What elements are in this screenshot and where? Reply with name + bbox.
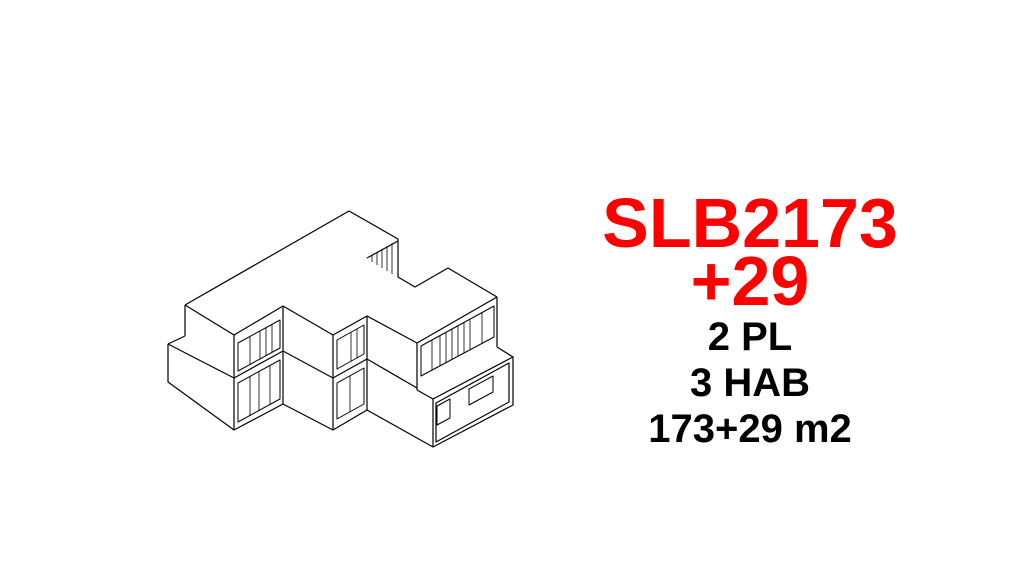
model-extension: +29: [690, 242, 810, 320]
terrace-box: [416, 356, 514, 400]
floors-label: 2 PL: [707, 315, 793, 359]
area-label: 173+29 m2: [648, 407, 852, 451]
upper-front-edge: [184, 296, 498, 344]
notch-slats: [371, 243, 393, 274]
floor-line: [167, 343, 418, 389]
verticals: [184, 297, 498, 430]
bedrooms-label: 3 HAB: [689, 361, 811, 405]
model-code: SLB2173: [602, 184, 898, 262]
terrace-frame: [435, 362, 510, 443]
roof-outline: [184, 210, 498, 306]
lower-outline: [167, 344, 514, 448]
window-mullions: [249, 313, 483, 416]
